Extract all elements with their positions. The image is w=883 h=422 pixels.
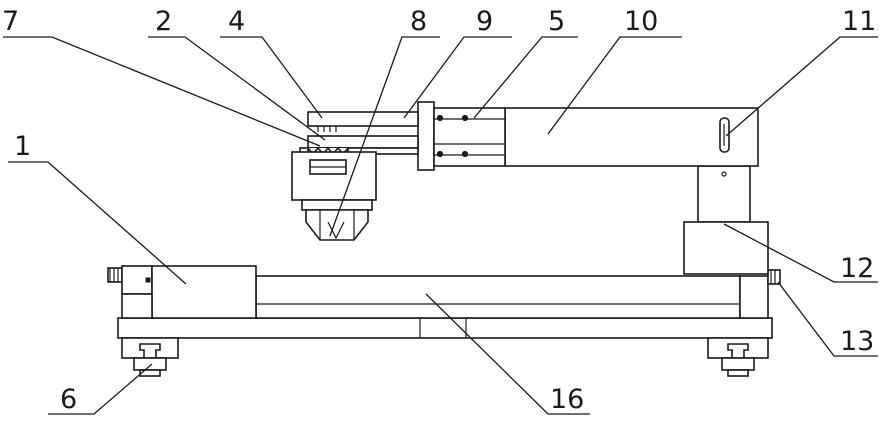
callout-13: 13 (840, 326, 874, 357)
blade (302, 200, 372, 240)
callout-1: 1 (14, 131, 31, 162)
callout-12: 12 (840, 253, 874, 284)
callout-10: 10 (624, 6, 658, 37)
callout-4: 4 (228, 6, 245, 37)
callout-7: 7 (2, 6, 19, 37)
horizontal-arm (505, 108, 758, 166)
cylinder-assembly (418, 102, 505, 170)
callout-5: 5 (548, 6, 565, 37)
callout-6: 6 (60, 384, 77, 415)
callout-16: 16 (550, 384, 584, 415)
left-drive-block (108, 266, 256, 318)
callout-9: 9 (476, 6, 493, 37)
base-frame (118, 318, 772, 338)
right-end-block (740, 270, 780, 318)
callout-8: 8 (410, 6, 427, 37)
support-column (684, 166, 768, 274)
left-foot-slider (122, 338, 178, 376)
right-foot-slider (708, 338, 768, 376)
callout-11: 11 (842, 6, 876, 37)
callout-2: 2 (155, 6, 172, 37)
guide-rail (256, 276, 740, 318)
